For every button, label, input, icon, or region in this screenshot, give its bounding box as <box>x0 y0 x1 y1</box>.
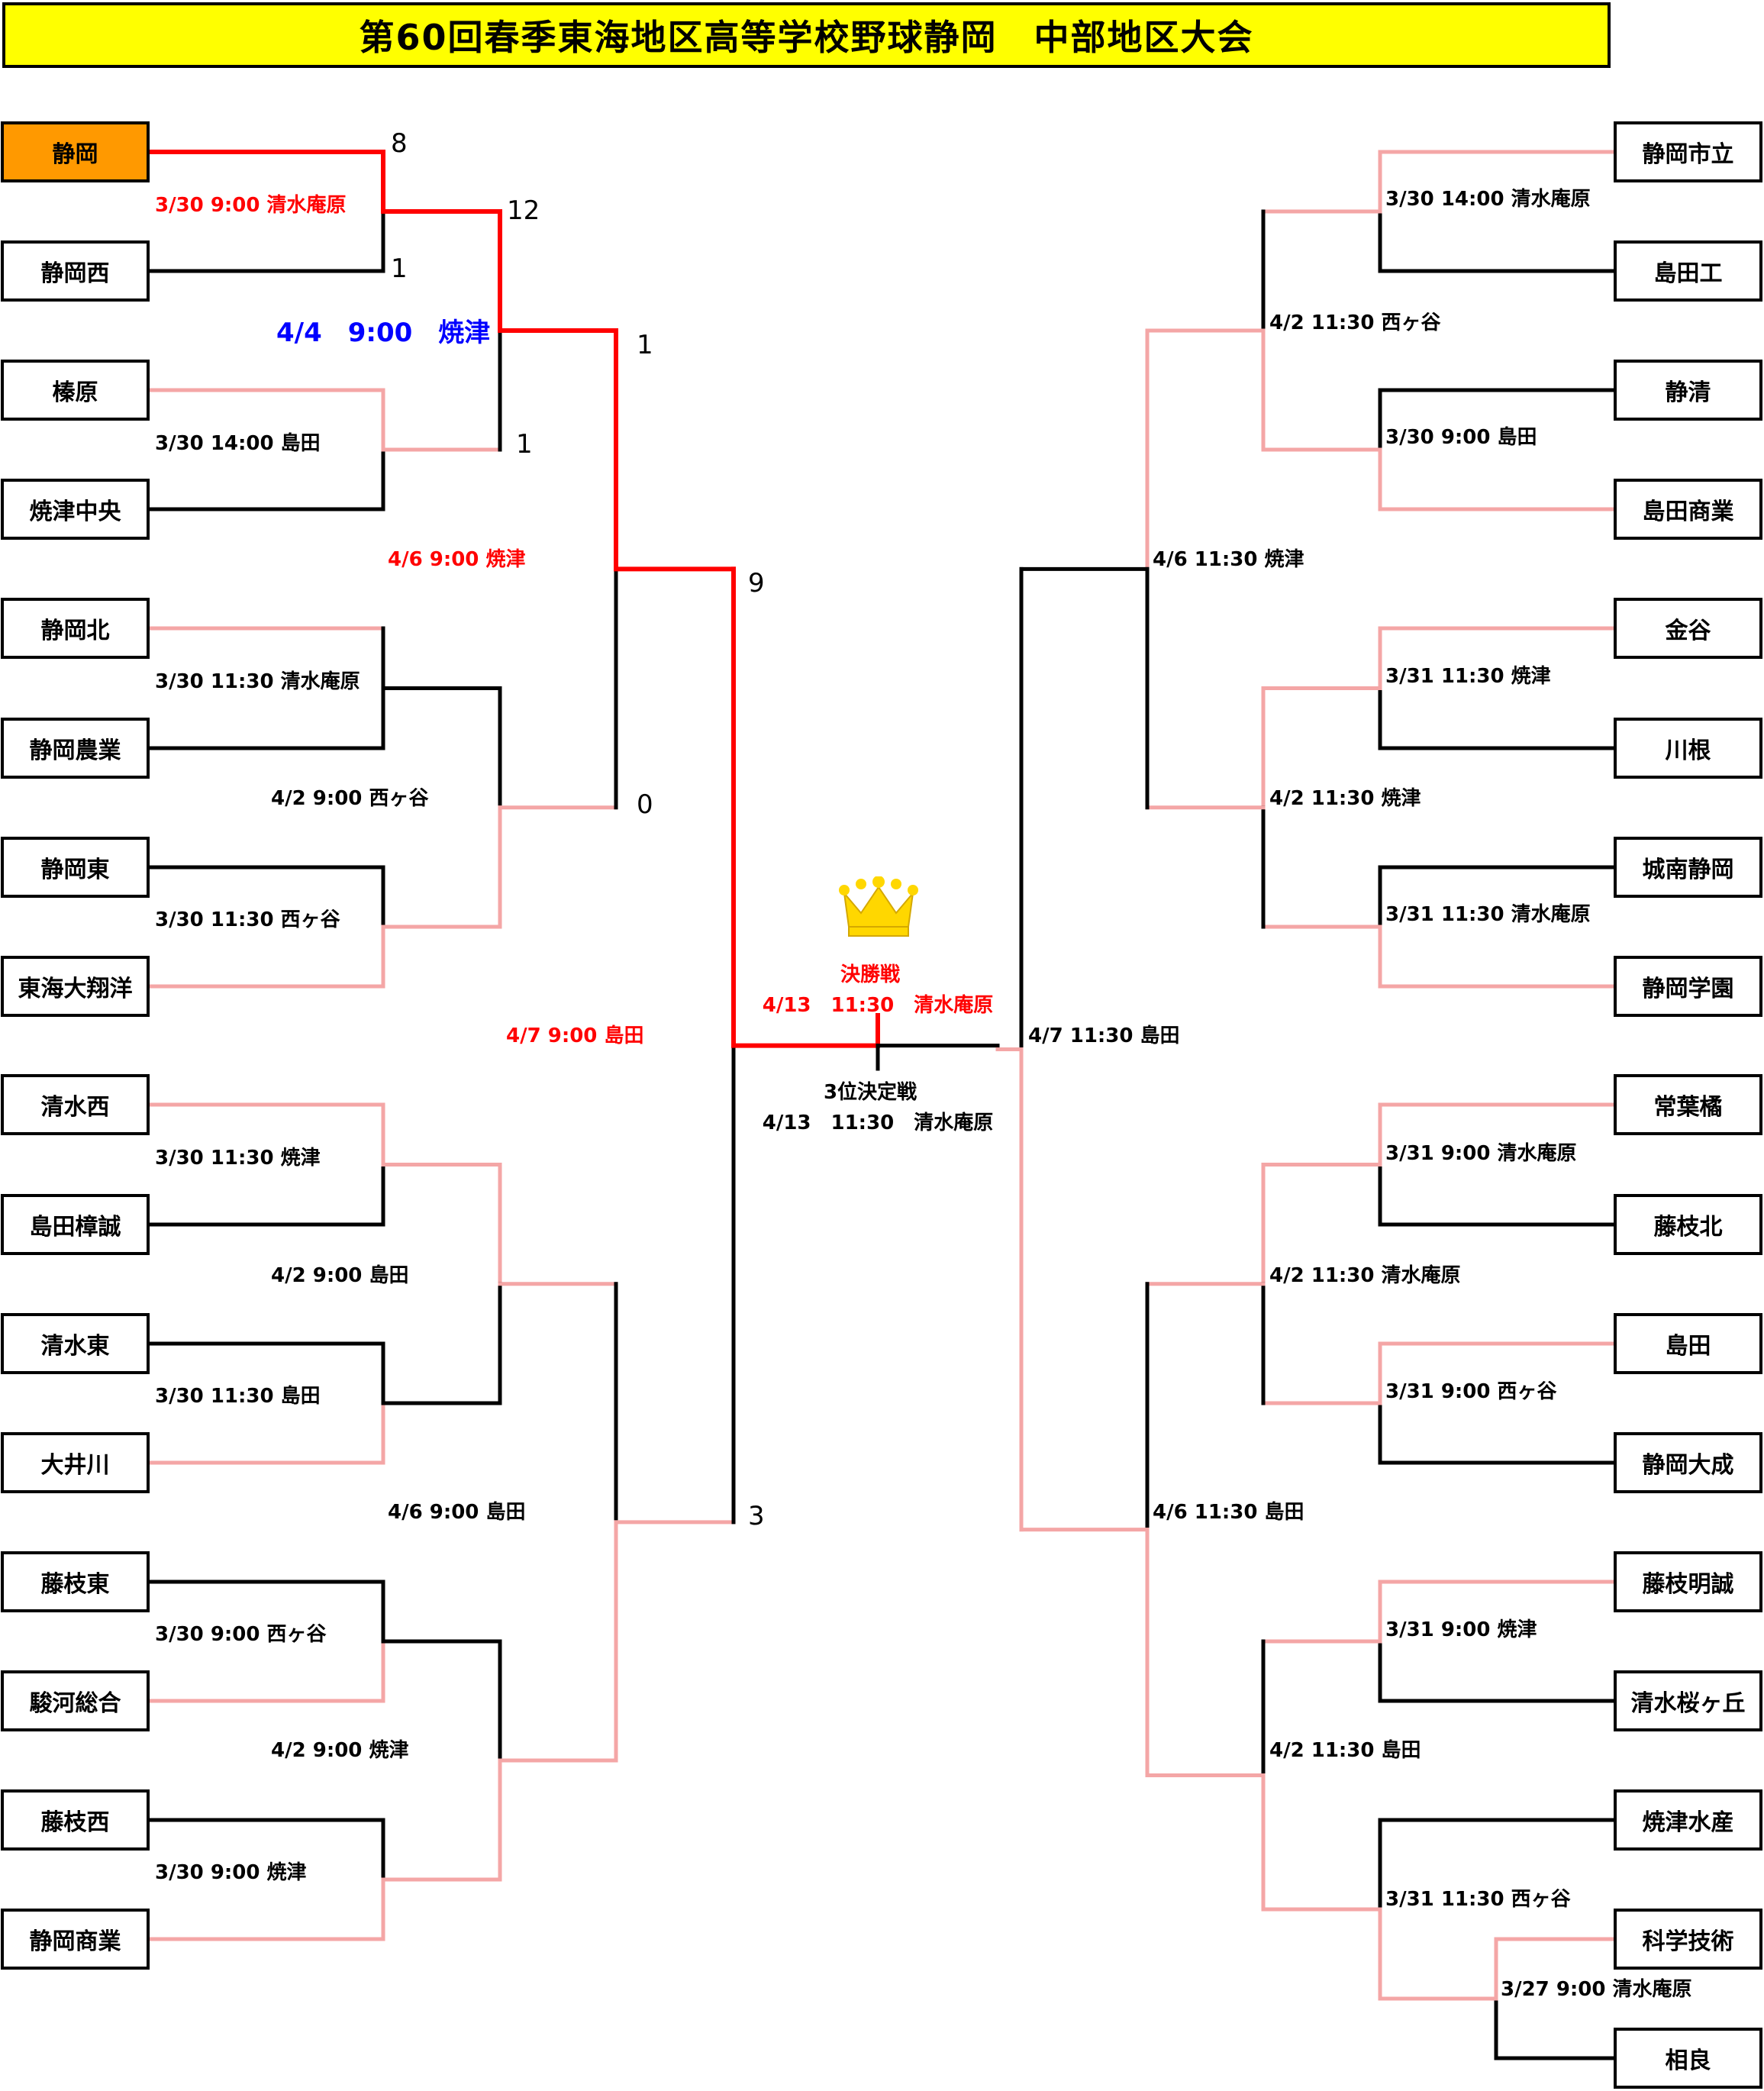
match-label-left-r1-5: 3/30 11:30 焼津 <box>155 1147 321 1170</box>
match-label-right-r1-8: 3/31 11:30 西ヶ谷 <box>1385 1888 1571 1911</box>
match-label-right-r3-2: 4/6 11:30 島田 <box>1153 1501 1304 1524</box>
match-label-right-r1-3: 3/31 11:30 焼津 <box>1385 665 1551 688</box>
match-label-left-r1-7: 3/30 9:00 西ヶ谷 <box>155 1623 327 1646</box>
match-label-right-r2-4: 4/2 11:30 島田 <box>1269 1739 1421 1762</box>
team-left-5[interactable]: 静岡北 <box>1 598 150 659</box>
match-label-left-sf: 4/7 9:00 島田 <box>506 1025 644 1047</box>
team-left-1[interactable]: 静岡 <box>1 121 150 182</box>
score-left-r1-top: 8 <box>391 128 408 159</box>
match-label-right-sf: 4/7 11:30 島田 <box>1028 1025 1180 1047</box>
match-label-left-r1-8: 3/30 9:00 焼津 <box>155 1861 307 1884</box>
match-label-right-r1-6: 3/31 9:00 西ヶ谷 <box>1385 1380 1557 1403</box>
score-left-r3-top: 1 <box>637 330 653 360</box>
team-right-3[interactable]: 静清 <box>1614 360 1762 421</box>
match-label-right-r1-1: 3/30 14:00 清水庵原 <box>1385 188 1591 211</box>
score-left-r2-bottom: 1 <box>516 429 533 460</box>
final-label: 4/13 11:30 清水庵原 <box>762 994 994 1017</box>
match-label-right-r2-2: 4/2 11:30 焼津 <box>1269 787 1421 810</box>
match-label-left-r3-1: 4/6 9:00 焼津 <box>388 548 526 571</box>
team-left-14[interactable]: 駿河総合 <box>1 1670 150 1731</box>
team-left-2[interactable]: 静岡西 <box>1 240 150 302</box>
match-label-left-r2-4: 4/2 9:00 焼津 <box>271 1739 409 1762</box>
team-left-7[interactable]: 静岡東 <box>1 837 150 898</box>
team-right-1[interactable]: 静岡市立 <box>1614 121 1762 182</box>
match-label-right-r1-7: 3/31 9:00 焼津 <box>1385 1618 1537 1641</box>
match-label-left-r1-3: 3/30 11:30 清水庵原 <box>155 670 360 693</box>
team-left-6[interactable]: 静岡農業 <box>1 718 150 779</box>
score-left-r2-top: 12 <box>507 195 540 226</box>
match-label-left-r3-2: 4/6 9:00 島田 <box>388 1501 526 1524</box>
match-label-left-r2-3: 4/2 9:00 島田 <box>271 1264 409 1287</box>
team-left-13[interactable]: 藤枝東 <box>1 1551 150 1612</box>
team-right-4[interactable]: 島田商業 <box>1614 479 1762 540</box>
match-label-right-r1-2: 3/30 9:00 島田 <box>1385 426 1537 449</box>
team-right-13[interactable]: 藤枝明誠 <box>1614 1551 1762 1612</box>
team-left-11[interactable]: 清水東 <box>1 1313 150 1374</box>
crown-icon <box>839 876 918 937</box>
match-label-right-r2-1: 4/2 11:30 西ヶ谷 <box>1269 311 1441 334</box>
team-right-11[interactable]: 島田 <box>1614 1313 1762 1374</box>
match-label-left-r1-6: 3/30 11:30 島田 <box>155 1385 321 1408</box>
team-right-17[interactable]: 相良 <box>1614 2028 1762 2089</box>
team-left-4[interactable]: 焼津中央 <box>1 479 150 540</box>
match-label-right-r0: 3/27 9:00 清水庵原 <box>1501 1978 1692 2001</box>
match-label-left-r2-2: 4/2 9:00 西ヶ谷 <box>271 787 429 810</box>
score-left-sf-top: 9 <box>748 568 765 599</box>
team-right-5[interactable]: 金谷 <box>1614 598 1762 659</box>
team-left-8[interactable]: 東海大翔洋 <box>1 956 150 1017</box>
third-place-title: 3位決定戦 <box>823 1081 917 1104</box>
team-left-10[interactable]: 島田樟誠 <box>1 1194 150 1255</box>
score-left-r3-bottom: 0 <box>637 789 653 820</box>
match-label-left-r1-4: 3/30 11:30 西ヶ谷 <box>155 908 340 931</box>
team-right-14[interactable]: 清水桜ヶ丘 <box>1614 1670 1762 1731</box>
match-label-right-r1-5: 3/31 9:00 清水庵原 <box>1385 1142 1577 1165</box>
match-label-left-r1-2: 3/30 14:00 島田 <box>155 432 321 455</box>
match-label-right-r2-3: 4/2 11:30 清水庵原 <box>1269 1264 1461 1287</box>
team-left-15[interactable]: 藤枝西 <box>1 1789 150 1851</box>
team-left-16[interactable]: 静岡商業 <box>1 1909 150 1970</box>
third-place-label: 4/13 11:30 清水庵原 <box>762 1112 994 1134</box>
team-right-9[interactable]: 常葉橘 <box>1614 1074 1762 1135</box>
team-right-7[interactable]: 城南静岡 <box>1614 837 1762 898</box>
team-right-2[interactable]: 島田工 <box>1614 240 1762 302</box>
team-right-6[interactable]: 川根 <box>1614 718 1762 779</box>
team-right-16[interactable]: 科学技術 <box>1614 1909 1762 1970</box>
score-left-sf-bottom: 3 <box>748 1501 765 1531</box>
page-title: 第60回春季東海地区高等学校野球静岡 中部地区大会 <box>2 2 1611 68</box>
final-title: 決勝戦 <box>840 963 901 986</box>
score-left-r1-bottom: 1 <box>391 253 408 284</box>
match-label-left-r1-1: 3/30 9:00 清水庵原 <box>155 194 347 217</box>
team-right-12[interactable]: 静岡大成 <box>1614 1432 1762 1493</box>
team-left-9[interactable]: 清水西 <box>1 1074 150 1135</box>
match-label-left-r2-1: 4/4 9:00 焼津 <box>276 318 491 348</box>
match-label-right-r1-4: 3/31 11:30 清水庵原 <box>1385 903 1591 926</box>
team-right-10[interactable]: 藤枝北 <box>1614 1194 1762 1255</box>
team-right-8[interactable]: 静岡学園 <box>1614 956 1762 1017</box>
team-left-3[interactable]: 榛原 <box>1 360 150 421</box>
team-left-12[interactable]: 大井川 <box>1 1432 150 1493</box>
match-label-right-r3-1: 4/6 11:30 焼津 <box>1153 548 1304 571</box>
team-right-15[interactable]: 焼津水産 <box>1614 1789 1762 1851</box>
